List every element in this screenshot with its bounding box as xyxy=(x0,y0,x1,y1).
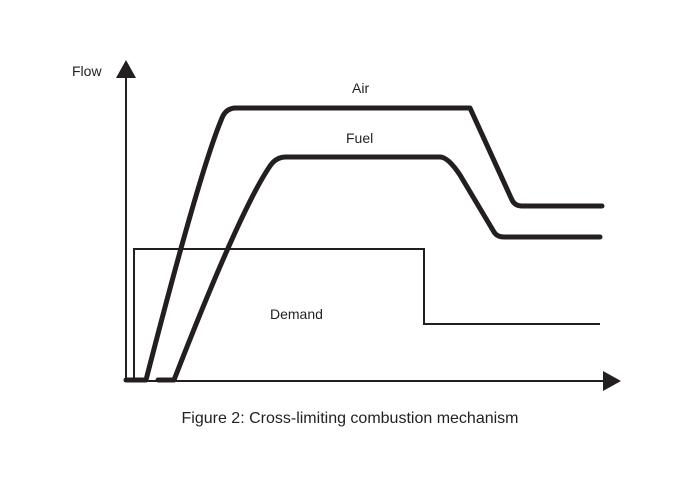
fuel-curve xyxy=(155,154,603,383)
x-axis-arrow-icon xyxy=(603,371,621,391)
air-curve xyxy=(123,105,605,383)
y-axis-label: Flow xyxy=(72,63,102,79)
air-label: Air xyxy=(352,80,370,96)
y-axis-arrow-icon xyxy=(116,60,136,78)
figure-caption: Figure 2: Cross-limiting combustion mech… xyxy=(181,410,519,427)
fuel-label: Fuel xyxy=(346,130,374,146)
demand-label: Demand xyxy=(270,306,323,322)
demand-curve xyxy=(133,248,600,381)
